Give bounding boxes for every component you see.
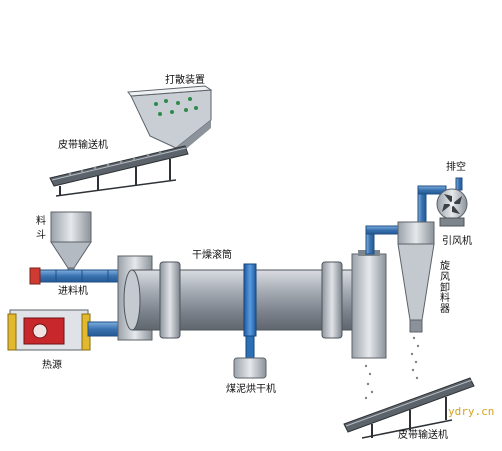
hopper-label-1: 料 [36,216,46,227]
sludge-dryer-label: 煤泥烘干机 [226,384,276,395]
belt-conveyor-bottom-icon [343,377,475,439]
belt-conveyor-bottom-label: 皮带输送机 [398,430,448,441]
heat-source-icon [7,309,125,351]
heat-source-label: 热源 [42,360,62,371]
falling-particles [364,336,420,400]
drum-label: 干燥滚筒 [192,250,232,261]
dryer-drum-icon [117,250,387,379]
exhaust-label: 排空 [446,162,466,173]
induced-fan-icon [436,188,468,227]
cyclone-icon [397,221,435,333]
induced-fan-label: 引风机 [442,236,472,247]
duct-pipes [365,177,463,255]
feeder-label: 进料机 [58,286,88,297]
belt-conveyor-top-icon [49,145,189,197]
scatter-device-icon [127,85,213,154]
belt-conveyor-top-label: 皮带输送机 [58,140,108,151]
watermark-text: ydry.cn [448,405,495,418]
hopper-icon [50,211,92,275]
feeder-icon [29,267,129,285]
scatter-device-label: 打散装置 [165,75,205,86]
hopper-label-2: 斗 [36,230,46,241]
cyclone-label: 旋风卸料器 [440,261,450,316]
